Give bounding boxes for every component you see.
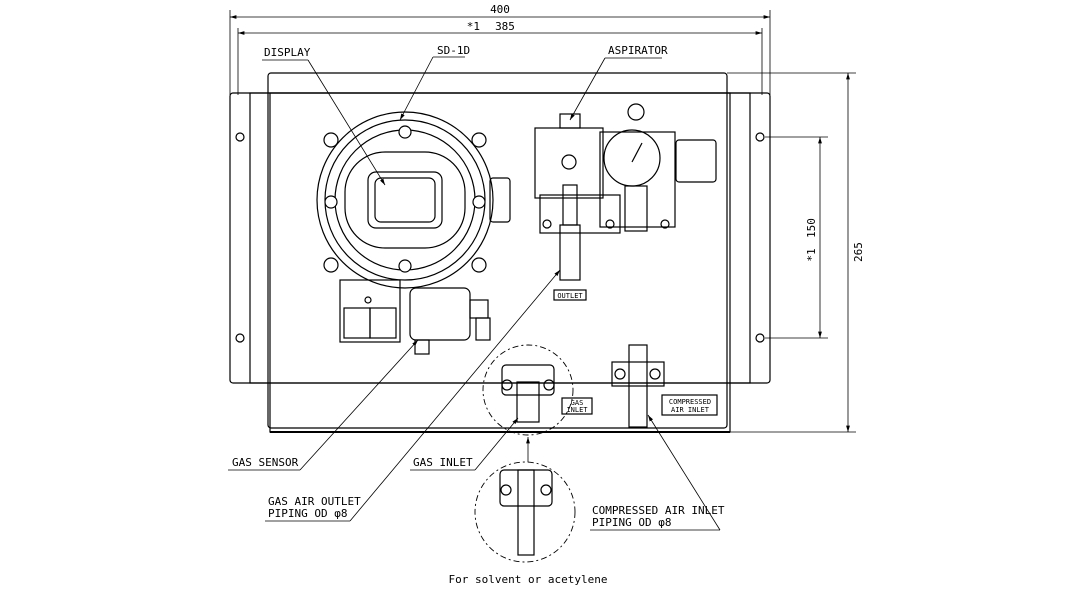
svg-text:*1: *1 (805, 248, 818, 261)
pressure-gauge (599, 103, 717, 232)
svg-text:DISPLAY: DISPLAY (264, 46, 311, 59)
gas-inlet-detail: GAS INLET For solvent or acetylene (449, 344, 608, 586)
svg-text:For solvent or acetylene: For solvent or acetylene (449, 573, 608, 586)
svg-text:AIR INLET: AIR INLET (671, 406, 710, 414)
compressed-air-inlet: COMPRESSED AIR INLET (611, 344, 718, 428)
svg-text:400: 400 (490, 3, 510, 16)
aspirator: OUTLET (534, 113, 621, 301)
svg-text:ASPIRATOR: ASPIRATOR (608, 44, 668, 57)
svg-text:GAS SENSOR: GAS SENSOR (232, 456, 299, 469)
dimension-mount-height: *1 150 (765, 136, 828, 339)
svg-text:150: 150 (805, 218, 818, 238)
svg-text:PIPING OD φ8: PIPING OD φ8 (592, 516, 671, 529)
sd-1d-detector (316, 111, 511, 343)
enclosure (229, 72, 771, 433)
callouts: DISPLAY SD-1D ASPIRATOR GAS SENSOR GAS I… (228, 44, 725, 531)
svg-text:SD-1D: SD-1D (437, 44, 470, 57)
gas-sensor (409, 287, 491, 355)
svg-text:COMPRESSED: COMPRESSED (669, 398, 711, 406)
svg-text:OUTLET: OUTLET (557, 292, 583, 300)
dimension-mount-width: *1 385 (237, 20, 763, 95)
svg-text:265: 265 (852, 242, 865, 262)
dimension-overall-width: 400 (229, 3, 771, 95)
svg-text:GAS: GAS (571, 399, 584, 407)
svg-text:*1: *1 (467, 20, 480, 33)
dimension-height: 265 (727, 72, 865, 433)
svg-text:GAS INLET: GAS INLET (413, 456, 473, 469)
svg-text:PIPING OD φ8: PIPING OD φ8 (268, 507, 347, 520)
svg-text:GAS AIR OUTLET: GAS AIR OUTLET (268, 495, 361, 508)
svg-text:COMPRESSED AIR INLET: COMPRESSED AIR INLET (592, 504, 725, 517)
svg-text:385: 385 (495, 20, 515, 33)
svg-text:INLET: INLET (566, 406, 588, 414)
